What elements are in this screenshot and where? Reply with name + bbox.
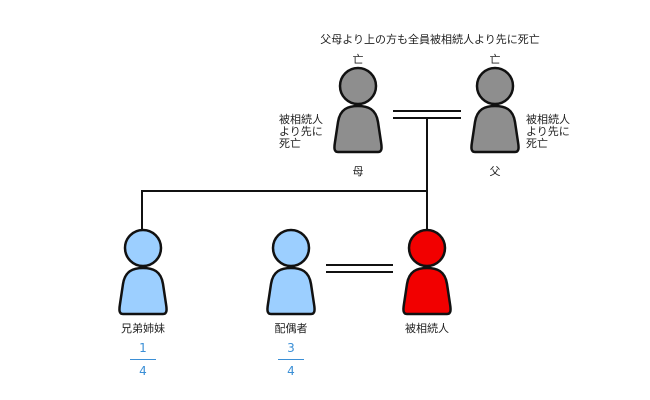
share-numerator: 3 (287, 341, 295, 355)
spouse-person-icon (266, 228, 316, 316)
mother-note-line: 死亡 (279, 137, 301, 150)
decedent-label: 被相続人 (405, 322, 449, 335)
share-denominator: 4 (139, 364, 147, 378)
father-note-line: 死亡 (526, 137, 548, 150)
decedent-person-icon (402, 228, 452, 316)
mother-note-line: より先に (279, 125, 323, 138)
mother-status-mark: 亡 (352, 53, 364, 66)
mother-note-line: 被相続人 (279, 113, 323, 126)
father-note-line: 被相続人 (526, 113, 570, 126)
mother-note: 被相続人 より先に 死亡 (279, 114, 339, 150)
spouse-label: 配偶者 (274, 322, 308, 335)
father-label: 父 (489, 165, 501, 178)
share-denominator: 4 (287, 364, 295, 378)
share-numerator: 1 (139, 341, 147, 355)
spouse-share-fraction: 3 4 (278, 341, 304, 378)
father-note: 被相続人 より先に 死亡 (526, 114, 586, 150)
father-person-icon (470, 66, 520, 154)
father-note-line: より先に (526, 125, 570, 138)
diagram-heading: 父母より上の方も全員被相続人より先に死亡 (320, 33, 540, 46)
mother-person-icon (333, 66, 383, 154)
sibling-share-fraction: 1 4 (130, 341, 156, 378)
sibling-label: 兄弟姉妹 (121, 322, 165, 335)
fraction-bar (278, 359, 304, 360)
fraction-bar (130, 359, 156, 360)
mother-label: 母 (352, 165, 364, 178)
father-status-mark: 亡 (489, 53, 501, 66)
sibling-person-icon (118, 228, 168, 316)
